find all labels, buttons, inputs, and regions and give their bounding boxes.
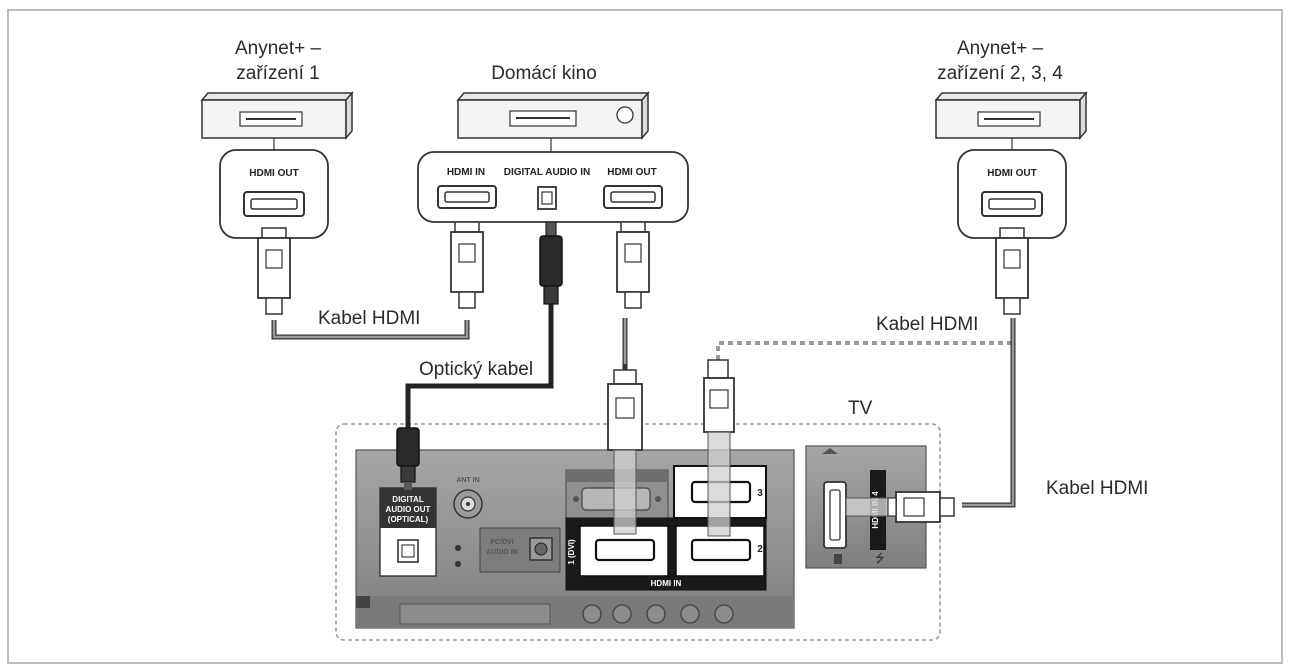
optical-plug-home-theater	[539, 221, 563, 305]
device-1-hdmi-out-label: HDMI OUT	[249, 168, 298, 179]
tv-ant-in-label: ANT IN	[456, 477, 479, 484]
device-234-label-line2: zařízení 2, 3, 4	[937, 63, 1063, 84]
tv-pc-dvi-label-2: AUDIO IN	[486, 549, 518, 556]
tv-port-2-label: 2	[757, 544, 763, 555]
optical-cable	[405, 304, 554, 420]
hdmi-cable-device1-to-home-theater	[271, 320, 470, 340]
hdmi-plug-device1	[257, 227, 291, 315]
optical-plug-tv	[396, 420, 420, 490]
home-theater-label: Domácí kino	[491, 63, 597, 84]
tv-digital-label-2: AUDIO OUT	[386, 505, 431, 514]
hdmi-plug-home-theater-out	[616, 221, 650, 309]
tv-hdmi-in-label: HDMI IN	[651, 579, 682, 588]
hdmi-plug-home-theater-in	[450, 221, 484, 309]
device-1-label-line1: Anynet+ –	[235, 38, 322, 59]
tv-pc-dvi-label-1: PC/DVI	[490, 539, 513, 546]
home-theater-digital-audio-in-label: DIGITAL AUDIO IN	[504, 167, 590, 178]
cable-label-hdmi-3: Kabel HDMI	[1046, 478, 1148, 499]
cable-label-optical: Optický kabel	[419, 359, 533, 380]
hdmi-plug-device234	[995, 227, 1029, 315]
cable-label-hdmi-1: Kabel HDMI	[318, 308, 420, 329]
home-theater-hdmi-out-label: HDMI OUT	[607, 167, 656, 178]
home-theater-hdmi-in-label: HDMI IN	[447, 167, 485, 178]
usb-icon: ⭍	[875, 551, 885, 565]
cable-label-hdmi-2: Kabel HDMI	[876, 314, 978, 335]
anynet-device-1: Anynet+ – zařízení 1 HDMI OUT	[200, 38, 354, 239]
anynet-device-234: Anynet+ – zařízení 2, 3, 4 HDMI OUT	[934, 38, 1088, 239]
tv-hdmi-socket-2	[690, 538, 752, 562]
hdmi-plug-tv-hdmi2	[703, 359, 735, 537]
tv-digital-label-3: (OPTICAL)	[388, 515, 429, 524]
device-1-label-line2: zařízení 1	[236, 63, 319, 84]
tv-hdmi-socket-1	[594, 538, 656, 562]
hdmi-plug-tv-side	[845, 491, 955, 523]
tv-digital-label-1: DIGITAL	[392, 495, 424, 504]
hdmi-cable-device234-to-tv-side	[962, 318, 1016, 508]
home-theater: Domácí kino HDMI IN DIGITAL AUDIO IN HDM…	[417, 63, 689, 223]
tv-label: TV	[848, 398, 873, 419]
tv-dvi-label: 1 (DVI)	[567, 539, 576, 565]
device-234-label-line1: Anynet+ –	[957, 38, 1044, 59]
tv-port-3-label: 3	[757, 488, 763, 499]
hdmi-plug-tv-hdmi1	[607, 364, 643, 535]
device-234-hdmi-out-label: HDMI OUT	[987, 168, 1036, 179]
